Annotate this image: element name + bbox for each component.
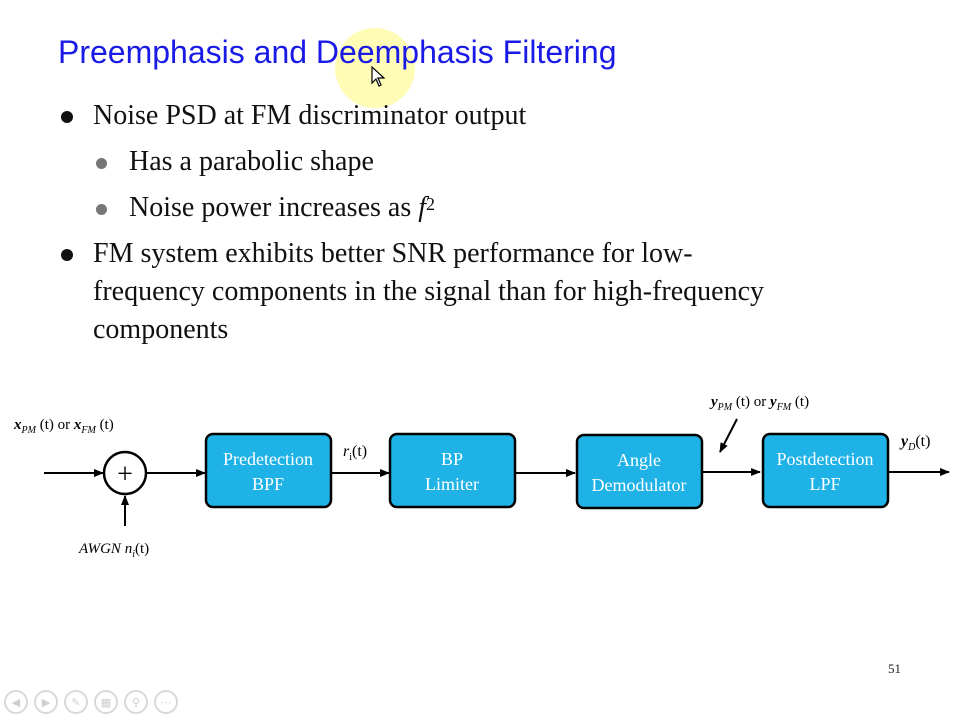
- bullet-dot: [61, 249, 73, 261]
- bullet-dot: [61, 111, 73, 123]
- predetection-label-line2: BPF: [252, 474, 284, 494]
- postdetection-label-line2: LPF: [809, 474, 840, 494]
- slides-menu-icon[interactable]: ▦: [94, 690, 118, 714]
- demodulator-label-line1: Angle: [617, 450, 661, 470]
- predetection-bpf-block: [204, 432, 333, 509]
- more-options-icon[interactable]: ⋯: [154, 690, 178, 714]
- predetection-label-line1: Predetection: [223, 449, 313, 469]
- slideshow-toolbar: ◀ ▶ ✎ ▦ ⚲ ⋯: [4, 690, 178, 714]
- demod-output-label: yPM (t) or yFM (t): [709, 394, 809, 413]
- limiter-label-line1: BP: [441, 449, 463, 469]
- demodulator-label-line2: Demodulator: [592, 475, 687, 495]
- summing-plus: +: [117, 459, 133, 490]
- output-signal-label: yD(t): [899, 433, 930, 453]
- cursor-highlight: [335, 28, 415, 108]
- noise-power-text: Noise power increases as: [129, 192, 419, 223]
- exponent: 2: [426, 194, 436, 214]
- page-number: 51: [888, 661, 901, 676]
- sub-bullet-dot: [96, 204, 107, 215]
- pen-icon[interactable]: ✎: [64, 690, 88, 714]
- prev-slide-icon[interactable]: ◀: [4, 690, 28, 714]
- postdetection-label-line1: Postdetection: [777, 449, 874, 469]
- sub-bullet-dot: [96, 158, 107, 169]
- slide-title: Preemphasis and Deemphasis Filtering: [58, 34, 617, 70]
- zoom-icon[interactable]: ⚲: [124, 690, 148, 714]
- awgn-noise-label: AWGN ni(t): [78, 541, 149, 560]
- bullet-fm-snr-line3: components: [93, 314, 229, 345]
- ri-signal-label: ri(t): [343, 443, 367, 463]
- input-signal-label: xPM (t) or xFM (t): [13, 417, 114, 436]
- angle-demodulator-block: [575, 433, 704, 510]
- frequency-variable: f: [418, 192, 427, 223]
- bp-limiter-block: [388, 432, 517, 509]
- limiter-label-line2: Limiter: [425, 474, 479, 494]
- summing-junction: [102, 450, 148, 496]
- postdetection-lpf-block: [761, 432, 890, 509]
- bullet-noise-psd: Noise PSD at FM discriminator output: [93, 100, 527, 131]
- sub-bullet-noise-power: Noise power increases as f2: [129, 189, 435, 227]
- mouse-pointer-icon: [371, 66, 385, 87]
- next-slide-icon[interactable]: ▶: [34, 690, 58, 714]
- sub-bullet-parabolic: Has a parabolic shape: [129, 146, 374, 177]
- y-pointer-arrow: [719, 418, 738, 453]
- bullet-fm-snr-line1: FM system exhibits better SNR performanc…: [93, 238, 693, 269]
- bullet-fm-snr-line2: frequency components in the signal than …: [93, 276, 765, 307]
